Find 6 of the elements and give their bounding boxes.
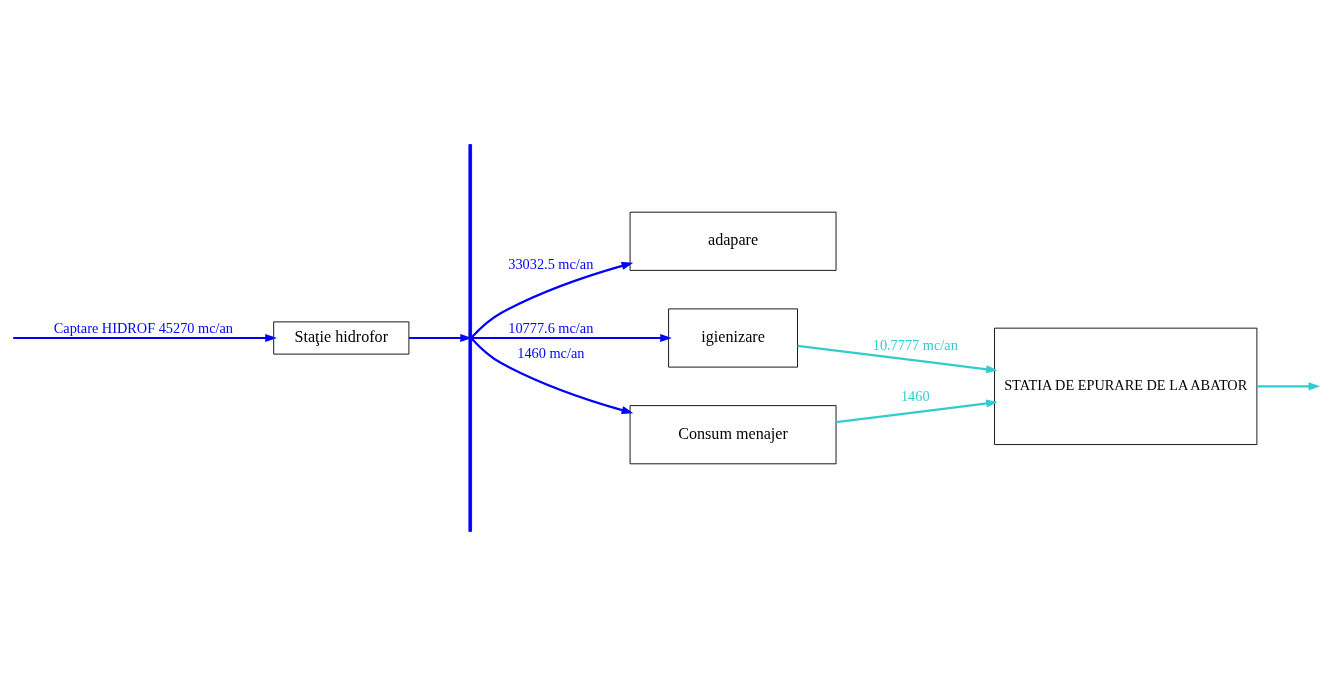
- edge-label: 33032.5 mc/an: [508, 255, 594, 272]
- edge-label: 1460 mc/an: [517, 344, 585, 361]
- edge-label: 1460: [900, 387, 930, 404]
- edge-label: 10.7777 mc/an: [872, 336, 958, 353]
- edge-label: Captare HIDROF 45270 mc/an: [53, 319, 234, 336]
- edge-label: 10777.6 mc/an: [508, 319, 594, 336]
